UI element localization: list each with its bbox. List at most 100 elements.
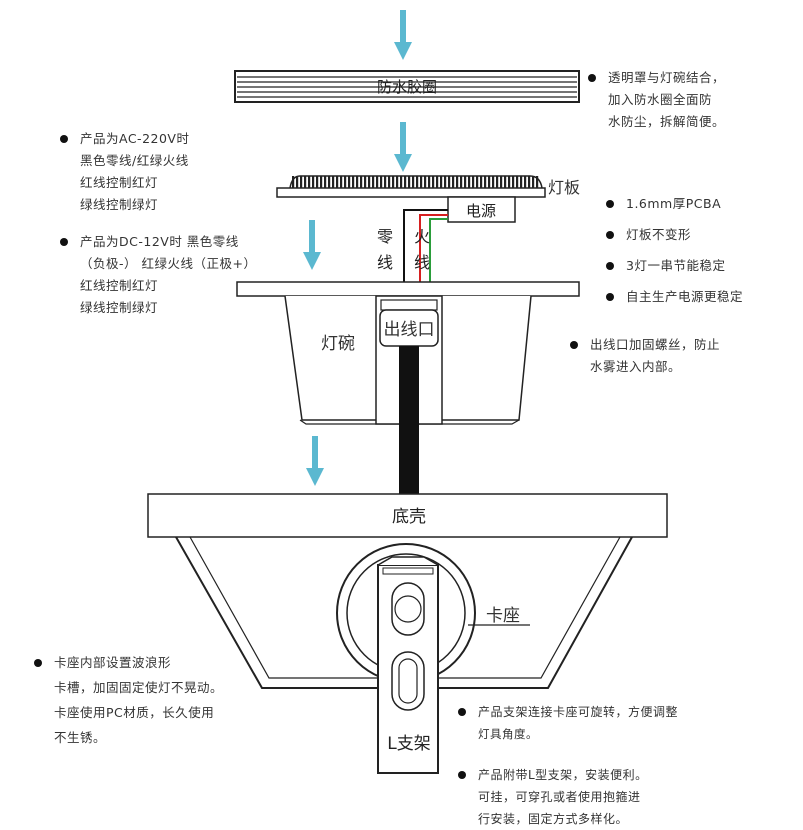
board-tooth — [316, 176, 319, 188]
note-install: 产品附带L型支架，安装便利。 可挂，可穿孔或者使用抱箍进 行安装，固定方式多样化… — [458, 764, 648, 830]
power-supply: 电源 — [447, 196, 516, 223]
note-pcba-1: 1.6mm厚PCBA — [606, 193, 722, 215]
bullet-dot — [606, 293, 614, 301]
note-line: 3灯一串节能稳定 — [626, 258, 726, 273]
live-wire-label-2: 线 — [414, 253, 430, 272]
board-tooth — [400, 176, 403, 188]
gasket-label: 防水胶圈 — [377, 78, 437, 96]
board-tooth — [392, 176, 395, 188]
board-tooth — [416, 176, 419, 188]
board-tooth — [448, 176, 451, 188]
board-tooth — [484, 176, 487, 188]
board-tooth — [516, 176, 519, 188]
led-board: 灯板 — [276, 175, 580, 198]
board-tooth — [332, 176, 335, 188]
outlet-label: 出线口 — [384, 320, 435, 340]
board-tooth — [328, 176, 331, 188]
bullet-dot — [458, 771, 466, 779]
board-tooth — [344, 176, 347, 188]
board-tooth — [396, 176, 399, 188]
bullet-dot — [606, 262, 614, 270]
note-pcba-3: 3灯一串节能稳定 — [606, 255, 726, 277]
board-label: 灯板 — [548, 178, 580, 197]
board-tooth — [384, 176, 387, 188]
note-line: 灯具角度。 — [478, 727, 538, 741]
down-arrow-icon — [394, 10, 412, 60]
down-arrow-icon — [394, 122, 412, 172]
note-mount: 卡座内部设置波浪形 卡槽，加固固定使灯不晃动。 卡座使用PC材质，长久使用 不生… — [34, 650, 224, 750]
note-line: 卡槽，加固固定使灯不晃动。 — [54, 680, 224, 695]
board-tooth — [368, 176, 371, 188]
board-tooth — [412, 176, 415, 188]
board-tooth — [372, 176, 375, 188]
board-tooth — [364, 176, 367, 188]
note-line: 1.6mm厚PCBA — [626, 196, 722, 211]
note-line: 红线控制红灯 — [80, 278, 159, 293]
bullet-dot — [60, 135, 68, 143]
note-line: 产品为AC-220V时 — [80, 131, 190, 146]
power-label: 电源 — [466, 202, 496, 220]
note-dc-wiring: 产品为DC-12V时 黑色零线 （负极-） 红绿火线（正极+） 红线控制红灯 绿… — [60, 231, 256, 319]
note-line: 绿线控制绿灯 — [80, 197, 159, 212]
board-tooth — [476, 176, 479, 188]
bullet-dot — [34, 659, 42, 667]
board-tooth — [320, 176, 323, 188]
bullet-dot — [588, 74, 596, 82]
board-tooth — [292, 176, 295, 188]
note-line: 出线口加固螺丝，防止 — [590, 337, 721, 352]
board-tooth — [464, 176, 467, 188]
board-tooth — [512, 176, 515, 188]
board-tooth — [304, 176, 307, 188]
neutral-wire-label-1: 零 — [377, 227, 393, 246]
note-line: 产品为DC-12V时 黑色零线 — [80, 234, 239, 249]
black-cable — [399, 346, 419, 494]
note-line: 透明罩与灯碗结合， — [608, 70, 726, 85]
bullet-dot — [60, 238, 68, 246]
note-ac-wiring: 产品为AC-220V时 黑色零线/红绿火线 红线控制红灯 绿线控制绿灯 — [60, 128, 190, 216]
bracket-label: L支架 — [387, 734, 430, 754]
board-tooth — [424, 176, 427, 188]
board-tooth — [360, 176, 363, 188]
board-tooth — [336, 176, 339, 188]
board-tooth — [472, 176, 475, 188]
note-outlet: 出线口加固螺丝，防止 水雾进入内部。 — [570, 334, 721, 378]
bullet-dot — [458, 708, 466, 716]
board-tooth — [508, 176, 511, 188]
note-line: 绿线控制绿灯 — [80, 300, 159, 315]
board-tooth — [300, 176, 303, 188]
board-tooth — [324, 176, 327, 188]
board-tooth — [532, 176, 535, 188]
board-tooth — [352, 176, 355, 188]
board-tooth — [408, 176, 411, 188]
board-tooth — [348, 176, 351, 188]
neutral-wire-label-2: 线 — [377, 253, 393, 272]
board-tooth — [488, 176, 491, 188]
board-tooth — [312, 176, 315, 188]
bowl-label: 灯碗 — [321, 334, 355, 354]
note-line: 可挂，可穿孔或者使用抱箍进 — [478, 790, 641, 804]
note-line: 水防尘，拆解简便。 — [608, 114, 726, 129]
board-tooth — [480, 176, 483, 188]
note-pcba-4: 自主生产电源更稳定 — [606, 286, 743, 308]
board-tooth — [500, 176, 503, 188]
board-tooth — [376, 176, 379, 188]
note-line: 灯板不变形 — [626, 227, 692, 242]
board-tooth — [468, 176, 471, 188]
board-tooth — [340, 176, 343, 188]
board-tooth — [456, 176, 459, 188]
board-tooth — [428, 176, 431, 188]
board-tooth — [492, 176, 495, 188]
mount-label: 卡座 — [486, 606, 520, 626]
note-line: 水雾进入内部。 — [590, 359, 682, 374]
note-line: 不生锈。 — [54, 730, 107, 745]
live-wire-label-1: 火 — [414, 227, 430, 246]
note-line: 卡座使用PC材质，长久使用 — [54, 705, 215, 720]
board-tooth — [380, 176, 383, 188]
board-tooth — [452, 176, 455, 188]
board-tooth — [440, 176, 443, 188]
board-tooth — [496, 176, 499, 188]
board-tooth — [444, 176, 447, 188]
board-tooth — [520, 176, 523, 188]
note-line: 红线控制红灯 — [80, 175, 159, 190]
